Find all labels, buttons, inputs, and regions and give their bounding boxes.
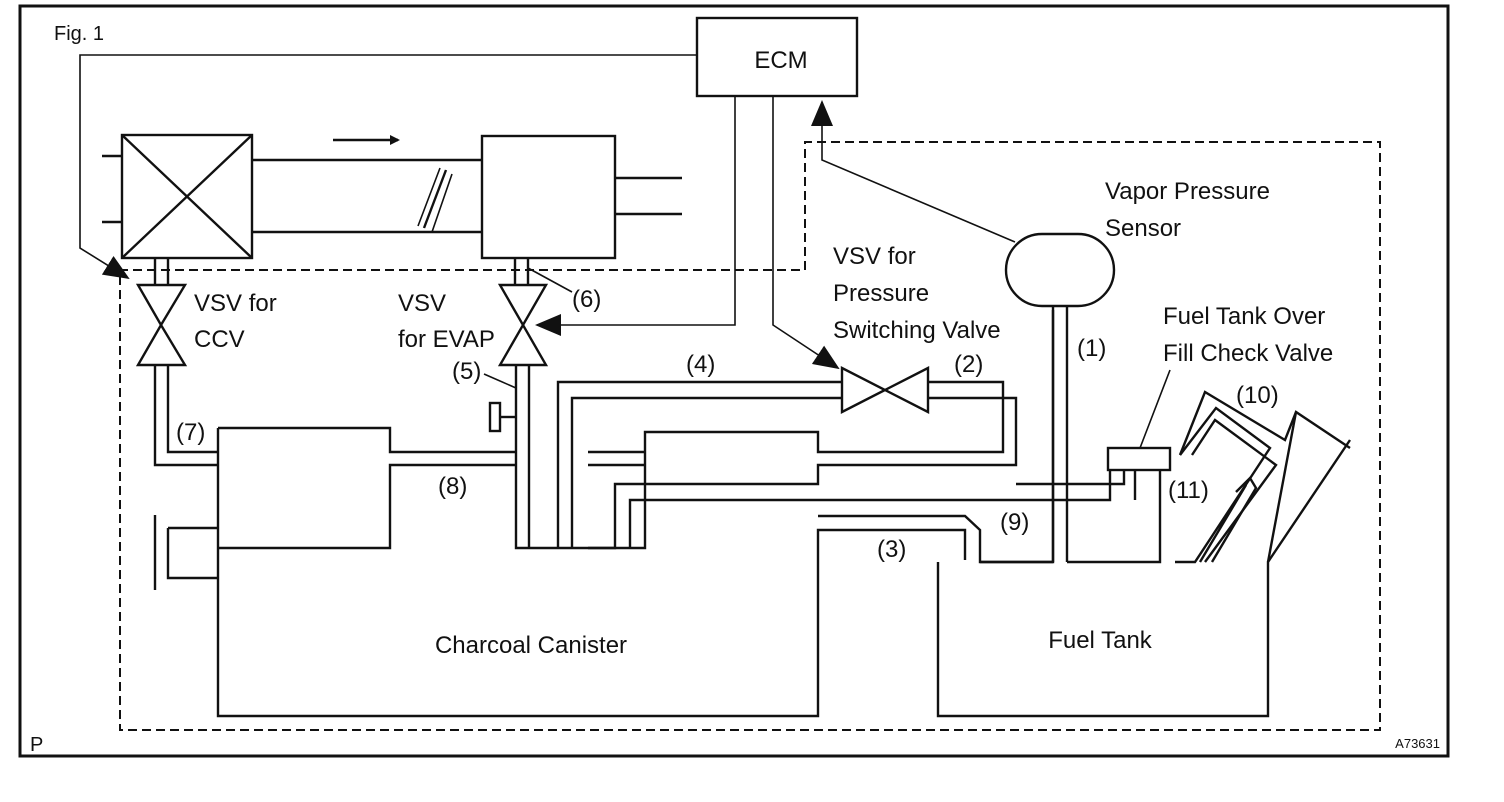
intake-manifold [480, 134, 617, 260]
pressure-valve-signal-wire [772, 96, 840, 370]
ecm-label: ECM [754, 47, 807, 74]
system-boundary [119, 141, 1381, 731]
port-9: (9) [1000, 509, 1029, 536]
canister-label: Charcoal Canister [435, 632, 627, 659]
vapor-pressure-sensor [1004, 232, 1116, 308]
vapor-sensor-label-2: Sensor [1105, 215, 1181, 242]
vsv-evap-valve [497, 283, 549, 367]
port-5: (5) [452, 358, 481, 385]
port-6: (6) [572, 286, 601, 313]
vsv-pressure-label-3: Switching Valve [833, 317, 1001, 344]
port-3: (3) [877, 536, 906, 563]
figure-frame [18, 4, 1450, 758]
ecm-box [695, 16, 859, 98]
vsv-ccv-label-2: CCV [194, 326, 245, 353]
fuel-tank-label: Fuel Tank [1048, 627, 1153, 654]
over-fill-check-valve [1106, 446, 1172, 472]
port-4: (4) [686, 351, 715, 378]
purge-port [488, 401, 502, 433]
fuel-tank [936, 439, 1351, 718]
port-7: (7) [176, 419, 205, 446]
port-10: (10) [1236, 382, 1279, 409]
vsv-ccv-label-1: VSV for [194, 290, 277, 317]
vapor-sensor-signal-wire [811, 100, 1016, 243]
throttle-plate [422, 169, 448, 229]
vapor-sensor-label-1: Vapor Pressure [1105, 178, 1270, 205]
port-8: (8) [438, 473, 467, 500]
check-valve-label-1: Fuel Tank Over [1163, 303, 1325, 330]
check-valve-label-2: Fill Check Valve [1163, 340, 1333, 367]
port-11: (11) [1168, 477, 1209, 504]
ccv-signal-wire [79, 54, 697, 280]
evap-signal-wire [535, 96, 736, 336]
figure-code: A73631 [1395, 736, 1440, 751]
vsv-evap-label-2: for EVAP [398, 326, 495, 353]
port-1: (1) [1077, 335, 1106, 362]
vsv-pressure-label-1: VSV for [833, 243, 916, 270]
figure-label: Fig. 1 [54, 23, 104, 45]
charcoal-canister [216, 426, 967, 718]
vsv-pressure-label-2: Pressure [833, 280, 929, 307]
vsv-ccv-valve [135, 283, 188, 367]
corner-mark: P [30, 734, 43, 756]
port-2: (2) [954, 351, 983, 378]
vsv-evap-label-1: VSV [398, 290, 446, 317]
vsv-pressure-valve [840, 366, 930, 414]
